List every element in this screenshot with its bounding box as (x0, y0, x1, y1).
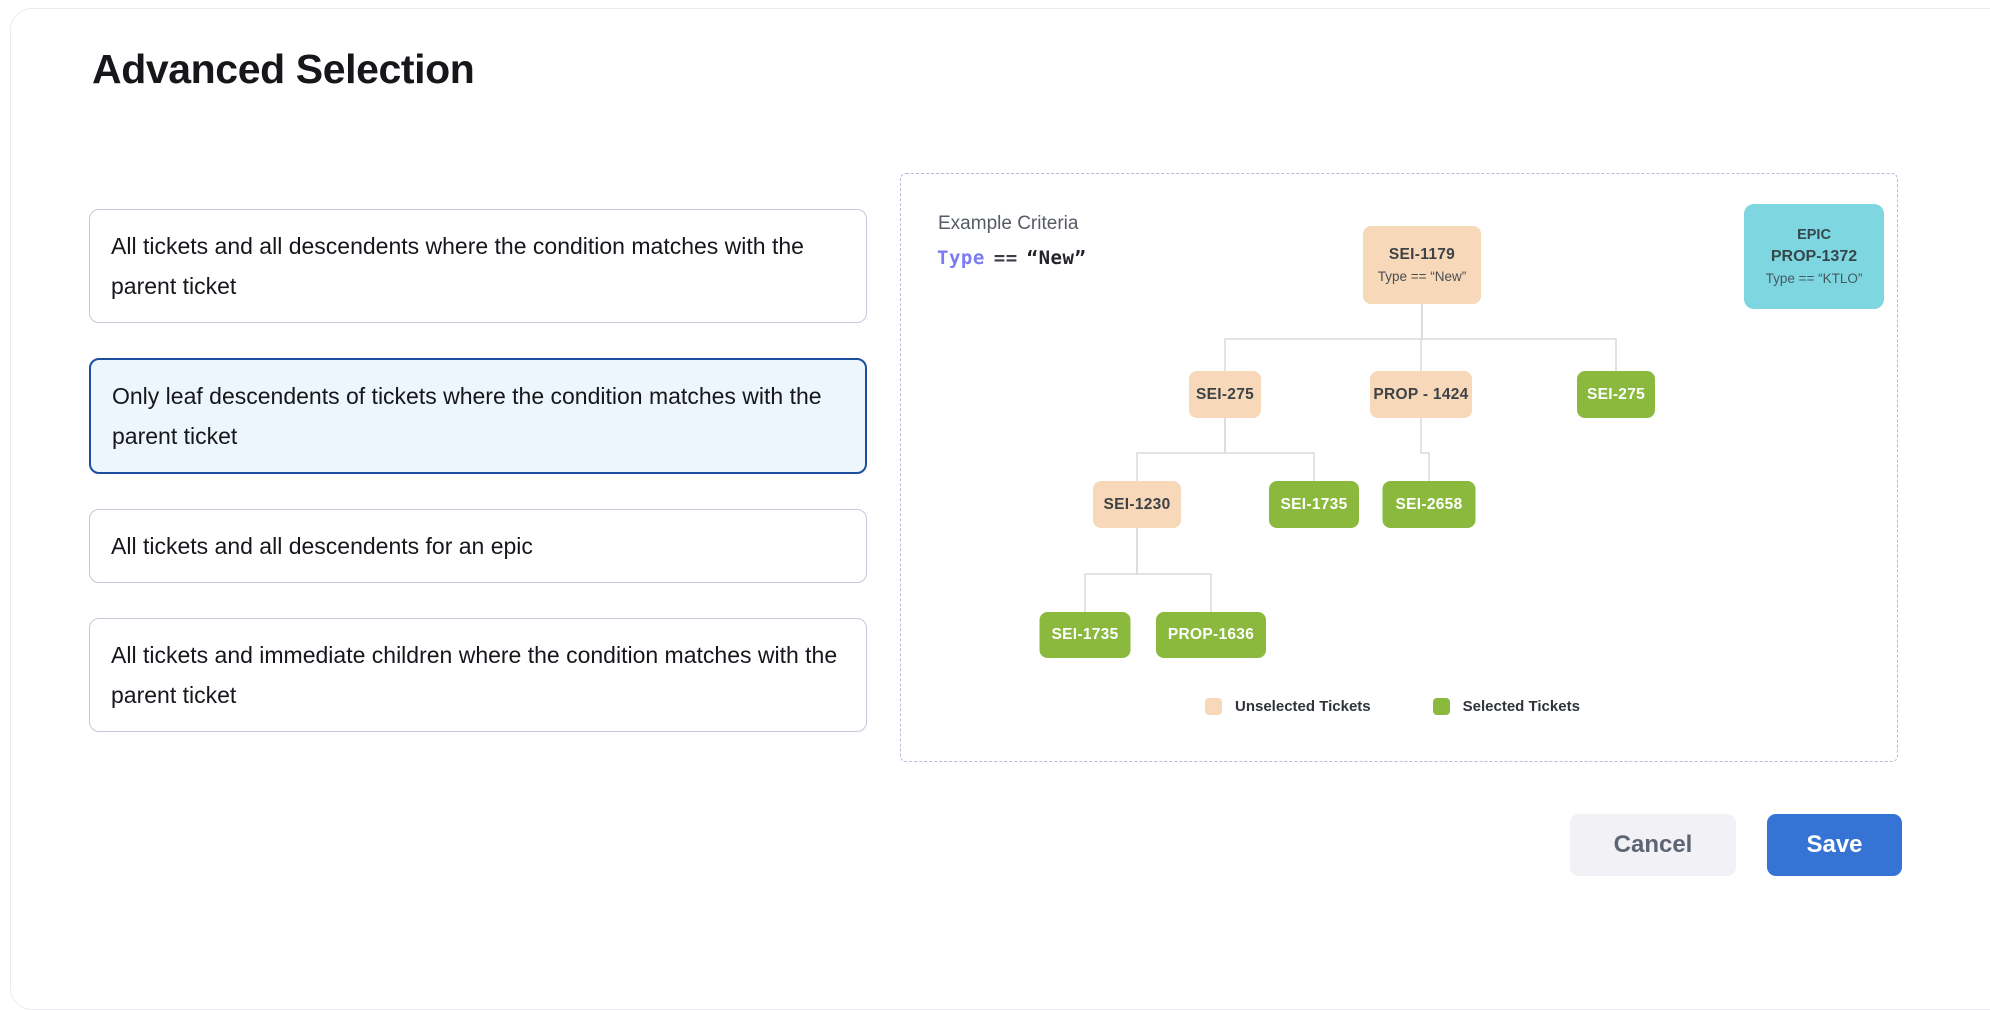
legend-item-selected: Selected Tickets (1432, 698, 1580, 715)
epic-card: EPIC PROP-1372 Type == “KTLO” (1744, 204, 1884, 309)
option-2[interactable]: Only leaf descendents of tickets where t… (89, 358, 867, 474)
ticket-node-label: SEI-1179 (1388, 246, 1456, 263)
example-criteria-label: Example Criteria (938, 213, 1079, 234)
cancel-button[interactable]: Cancel (1570, 814, 1736, 876)
tree-connectors (1084, 304, 1617, 612)
ticket-node-label: SEI-275 (1195, 385, 1255, 403)
ticket-node-sei-1735: SEI-1735 (1039, 612, 1131, 658)
epic-card-id: PROP-1372 (1770, 248, 1858, 265)
criteria-value: “New” (1026, 247, 1087, 269)
example-criteria-expression: Type == “New” (937, 247, 1086, 269)
ticket-node-prop-1636: PROP-1636 (1156, 612, 1266, 658)
ticket-node-criteria: Type == “New” (1377, 269, 1467, 284)
ticket-node-label: PROP - 1424 (1373, 385, 1469, 403)
ticket-node-sei-2658: SEI-2658 (1382, 481, 1476, 528)
page-title: Advanced Selection (92, 46, 475, 92)
ticket-node-sei-1230: SEI-1230 (1093, 481, 1181, 528)
ticket-node-label: SEI-2658 (1395, 495, 1463, 513)
unselected-swatch-icon (1205, 698, 1222, 715)
ticket-node-label: SEI-1230 (1103, 495, 1171, 513)
epic-card-type: EPIC (1797, 227, 1831, 243)
criteria-operator: == (993, 247, 1018, 269)
criteria-field: Type (937, 247, 985, 269)
ticket-node-sei-275: SEI-275 (1577, 371, 1655, 418)
legend-item-label: Selected Tickets (1462, 698, 1580, 715)
ticket-node-sei-275: SEI-275 (1189, 371, 1261, 418)
option-4[interactable]: All tickets and immediate children where… (89, 618, 867, 732)
tree-legend: Unselected Tickets Selected Tickets (1205, 698, 1580, 715)
legend-item-label: Unselected Tickets (1235, 698, 1371, 715)
ticket-node-label: SEI-1735 (1280, 495, 1348, 513)
legend-item-unselected: Unselected Tickets (1205, 698, 1371, 715)
option-3[interactable]: All tickets and all descendents for an e… (89, 509, 867, 583)
option-list: All tickets and all descendents where th… (89, 209, 867, 732)
dialog-footer: Cancel Save (1570, 814, 1902, 876)
ticket-node-label: PROP-1636 (1167, 626, 1255, 643)
ticket-node-prop-1424: PROP - 1424 (1370, 371, 1472, 418)
save-button[interactable]: Save (1767, 814, 1902, 876)
ticket-node-label: SEI-275 (1586, 385, 1646, 403)
ticket-node-sei-1735: SEI-1735 (1269, 481, 1359, 528)
ticket-node-label: SEI-1735 (1051, 626, 1119, 643)
selected-swatch-icon (1432, 698, 1450, 715)
epic-card-criteria: Type == “KTLO” (1765, 271, 1863, 286)
option-1[interactable]: All tickets and all descendents where th… (89, 209, 867, 323)
